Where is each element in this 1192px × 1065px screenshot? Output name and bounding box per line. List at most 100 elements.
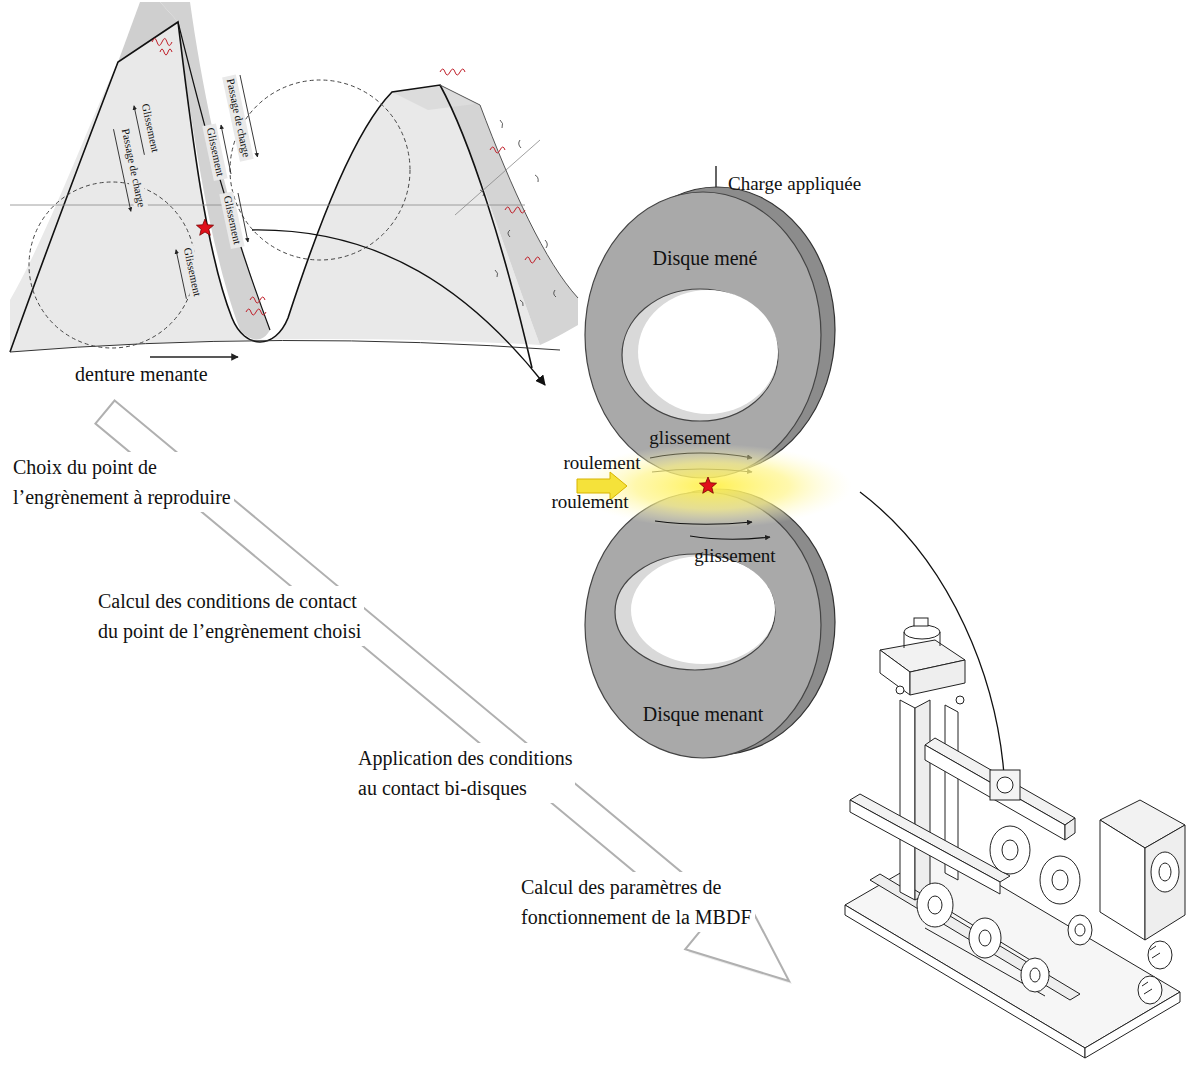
gear-teeth xyxy=(440,85,578,345)
wear-marks xyxy=(152,39,172,46)
test-machine xyxy=(880,650,910,695)
test-machine xyxy=(990,770,1020,800)
gear-teeth xyxy=(10,22,532,368)
step-label: Calcul des conditions de contact du poin… xyxy=(95,586,364,646)
contact-star xyxy=(196,219,213,235)
text-line: du point de l’engrènement choisi xyxy=(98,616,361,646)
pointer-arrow xyxy=(252,230,545,385)
disc-name: Disque menant xyxy=(643,701,764,727)
disc-ring xyxy=(585,187,835,478)
step-label: Calcul des paramètres de fonctionnement … xyxy=(518,872,755,932)
disc-name: Disque mené xyxy=(653,245,758,271)
gear-teeth xyxy=(160,2,270,339)
motion-label: roulement xyxy=(563,451,640,475)
test-machine xyxy=(1052,870,1068,890)
pointer-arrow xyxy=(252,166,1005,790)
test-machine xyxy=(1145,825,1185,940)
gear-teeth xyxy=(10,340,560,352)
wear-marks xyxy=(490,147,505,153)
text-line: au contact bi-disques xyxy=(358,773,572,803)
gear-teeth xyxy=(10,22,540,352)
wear-marks xyxy=(505,207,525,213)
test-machine xyxy=(850,800,1000,894)
disc-node: Disque menant xyxy=(585,488,837,766)
disc-front-face xyxy=(585,492,821,758)
test-machine xyxy=(1065,818,1075,840)
test-machine xyxy=(904,632,905,648)
text-holder: glissement xyxy=(694,544,775,568)
test-machine xyxy=(1151,852,1179,892)
test-machine xyxy=(917,883,953,927)
disc-bore-opening xyxy=(631,556,775,664)
motion-label: roulement xyxy=(551,490,628,514)
test-machine xyxy=(910,660,965,695)
disc-bore-opening xyxy=(638,290,778,414)
wear-marks xyxy=(440,69,465,75)
text-holder: Application des conditions au contact bi… xyxy=(355,743,575,803)
motion-arrow xyxy=(655,521,752,524)
surface-texture xyxy=(535,175,538,182)
test-machine xyxy=(1030,968,1040,982)
surface-texture xyxy=(480,190,484,196)
test-machine xyxy=(997,777,1013,793)
disc-bore xyxy=(615,554,775,670)
gear-name: denture menante xyxy=(75,362,208,387)
text-holder: roulement xyxy=(551,490,628,514)
gear-teeth xyxy=(178,22,270,330)
motion-arrows xyxy=(150,356,238,358)
motion-label: glissement xyxy=(694,544,775,568)
wear-marks xyxy=(525,257,540,263)
contact-star xyxy=(699,477,716,493)
gear-teeth xyxy=(10,2,578,368)
gear-teeth xyxy=(230,80,410,260)
text-line: Calcul des conditions de contact xyxy=(98,586,361,616)
surface-texture xyxy=(520,300,523,306)
text-holder: Calcul des conditions de contact du poin… xyxy=(95,586,364,646)
test-machine xyxy=(925,745,1065,840)
text-holder: Choix du point de l’engrènement à reprod… xyxy=(10,452,234,512)
motion-arrows xyxy=(114,75,258,357)
text-line: Choix du point de xyxy=(13,452,231,482)
test-machine xyxy=(915,700,930,900)
test-machine xyxy=(928,896,942,914)
text-holder: roulement xyxy=(563,451,640,475)
test-machine xyxy=(940,632,941,646)
surface-texture xyxy=(554,290,556,297)
gear-teeth xyxy=(455,140,540,215)
gear-teeth xyxy=(29,182,195,348)
surface-texture xyxy=(519,140,521,148)
test-machine xyxy=(1040,856,1080,904)
wear-marks xyxy=(152,39,540,316)
test-machine xyxy=(1085,992,1180,1058)
test-machine xyxy=(1075,924,1085,936)
surface-texture xyxy=(495,270,498,277)
test-machine xyxy=(914,618,928,626)
test-machine xyxy=(956,696,964,704)
text-line: l’engrènement à reproduire xyxy=(13,482,231,512)
test-machine xyxy=(896,686,904,694)
test-machine xyxy=(979,930,991,946)
test-machine xyxy=(1002,840,1018,860)
step-label: Application des conditions au contact bi… xyxy=(355,743,575,803)
gear-teeth xyxy=(392,85,475,110)
text-line: Application des conditions xyxy=(358,743,572,773)
motion-arrow xyxy=(690,536,770,539)
step-label: Choix du point de l’engrènement à reprod… xyxy=(10,452,234,512)
wear-marks xyxy=(250,297,265,303)
test-machine xyxy=(850,794,1010,882)
test-machine xyxy=(1148,941,1172,969)
surface-texture xyxy=(508,230,510,237)
load-label: Charge appliquée xyxy=(728,172,861,196)
gear-teeth xyxy=(440,85,578,298)
disc-ring xyxy=(572,444,852,758)
surface-texture xyxy=(500,120,503,128)
text-holder: Disque mené xyxy=(653,245,758,271)
text-line: fonctionnement de la MBDF xyxy=(521,902,752,932)
motion-label: glissement xyxy=(649,426,730,450)
text-line: Calcul des paramètres de xyxy=(521,872,752,902)
surface-texture xyxy=(480,120,556,306)
test-machine xyxy=(1100,820,1145,940)
text-holder: Calcul des paramètres de fonctionnement … xyxy=(518,872,755,932)
test-machine xyxy=(904,625,940,639)
